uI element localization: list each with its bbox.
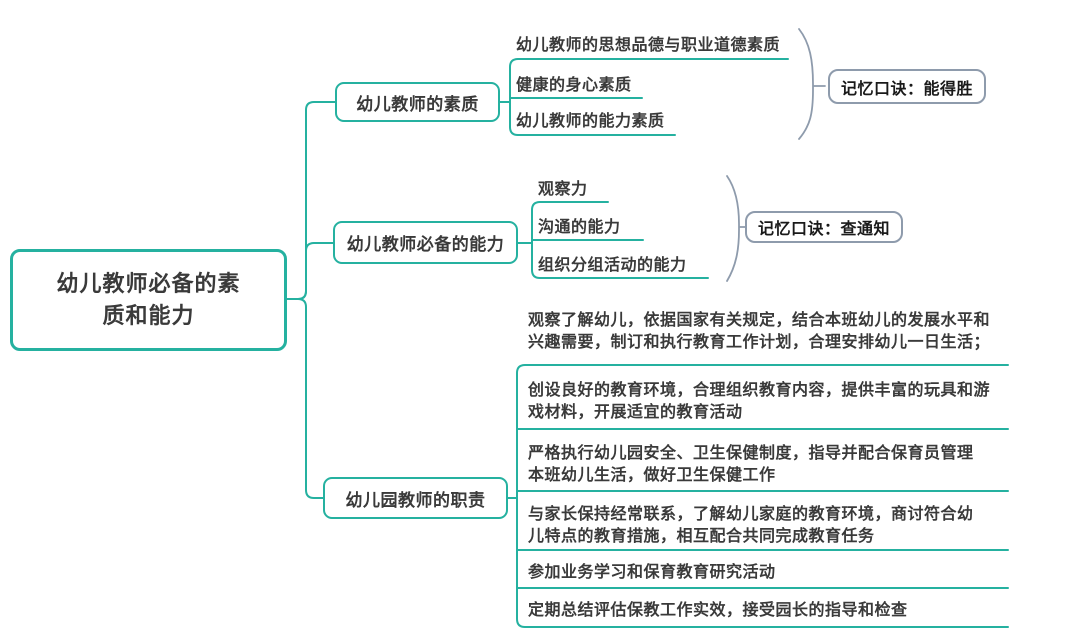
topic-health-quality[interactable]: 健康的身心素质 xyxy=(516,77,632,94)
connector-root-branch-2 xyxy=(286,242,334,300)
topic-moral-quality[interactable]: 幼儿教师的思想品德与职业道德素质 xyxy=(516,37,781,54)
topic-organize-groups[interactable]: 组织分组活动的能力 xyxy=(538,257,687,274)
root-topic[interactable]: 幼儿教师必备的素 质和能力 xyxy=(10,249,287,351)
duty-parent-contact[interactable]: 与家长保持经常联系，了解幼儿家庭的教育环境，商讨符合幼 儿特点的教育措施，相互配… xyxy=(528,506,974,545)
connector-root-branch-1 xyxy=(286,101,336,300)
duty-professional-study[interactable]: 参加业务学习和保育教育研究活动 xyxy=(528,564,776,581)
duty-safety-health[interactable]: 严格执行幼儿园安全、卫生保健制度，指导并配合保育员管理 本班幼儿生活，做好卫生保… xyxy=(528,445,974,484)
topic-communication[interactable]: 沟通的能力 xyxy=(538,219,621,236)
branch-essential-abilities[interactable]: 幼儿教师必备的能力 xyxy=(333,221,518,264)
branch-connectors xyxy=(286,58,1009,628)
connector-root-branch-3 xyxy=(286,298,324,499)
branch-teacher-qualities[interactable]: 幼儿教师的素质 xyxy=(335,82,500,122)
duty-environment[interactable]: 创设良好的教育环境，合理组织教育内容，提供丰富的玩具和游 戏材料，开展适宜的教育… xyxy=(528,382,991,421)
underline-b3-c1-c6 xyxy=(516,364,1009,628)
mnemonic-cha-tong-zhi[interactable]: 记忆口诀：查通知 xyxy=(745,211,903,243)
topic-observation[interactable]: 观察力 xyxy=(538,181,588,198)
brace-branch-1 xyxy=(798,28,826,140)
duty-observe-plan[interactable]: 观察了解幼儿，依据国家有关规定，结合本班幼儿的发展水平和 兴趣需要，制订和执行教… xyxy=(528,312,991,351)
branch-teacher-duties[interactable]: 幼儿园教师的职责 xyxy=(323,477,508,519)
brace-branch-2 xyxy=(726,175,746,282)
summary-braces xyxy=(726,28,826,282)
duty-evaluation[interactable]: 定期总结评估保教工作实效，接受园长的指导和检查 xyxy=(528,602,908,619)
topic-ability-quality[interactable]: 幼儿教师的能力素质 xyxy=(516,113,665,130)
mnemonic-neng-de-sheng[interactable]: 记忆口诀：能得胜 xyxy=(828,69,986,104)
